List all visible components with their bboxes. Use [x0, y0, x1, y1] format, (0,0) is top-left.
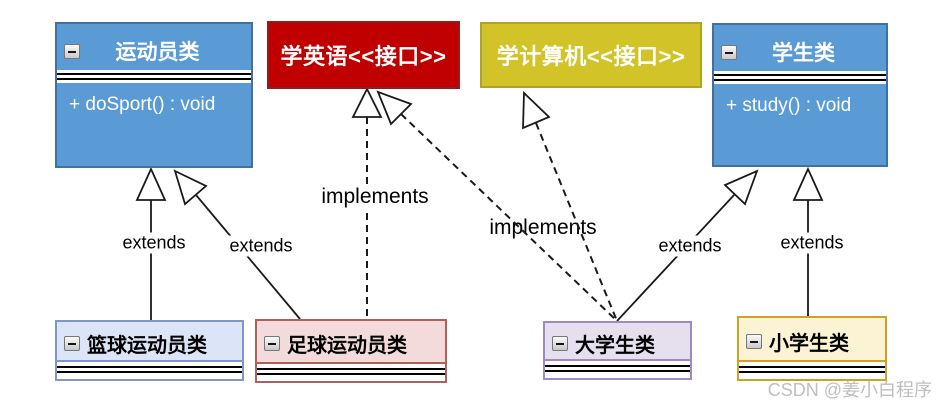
edge-label-extends: extends	[119, 232, 189, 254]
class-title: 篮球运动员类	[87, 334, 207, 357]
class-box-athlete: 运动员类 + doSport() : void	[55, 22, 253, 168]
class-titlebar: 篮球运动员类	[57, 322, 242, 360]
minimize-icon	[721, 44, 737, 60]
watermark: CSDN @姜小白程序	[767, 380, 932, 400]
extends-line-football-athlete	[195, 194, 301, 320]
class-titlebar: 小学生类	[739, 318, 885, 360]
compartment-divider	[257, 362, 445, 381]
interface-box-english: 学英语<<接口>>	[267, 21, 460, 89]
minimize-icon	[64, 335, 80, 351]
class-title: 运动员类	[115, 41, 200, 64]
triangle-arrowhead	[351, 86, 383, 118]
triangle-arrowhead	[376, 90, 413, 126]
interface-box-computer: 学计算机<<接口>>	[480, 22, 702, 88]
edge-label-extends: extends	[655, 235, 725, 257]
class-titlebar: 足球运动员类	[257, 321, 445, 362]
edge-label-implements: implements	[489, 216, 597, 239]
triangle-arrowhead	[723, 169, 759, 206]
extends-line-college-student	[616, 193, 736, 322]
edge-label-extends: extends	[777, 232, 847, 254]
class-titlebar: 大学生类	[545, 323, 690, 359]
class-titlebar: 学生类	[714, 25, 886, 71]
minimize-icon	[746, 333, 762, 349]
edge-label-implements: implements	[318, 185, 432, 209]
minimize-icon	[64, 43, 80, 59]
triangle-arrowhead	[792, 166, 824, 201]
minimize-icon	[264, 336, 280, 351]
triangle-arrowhead	[135, 166, 167, 201]
class-title: 小学生类	[769, 332, 849, 355]
compartment-divider	[57, 70, 251, 83]
class-title: 足球运动员类	[287, 335, 407, 357]
class-titlebar: 运动员类	[57, 24, 251, 70]
implements-line-college-english	[400, 113, 618, 322]
triangle-arrowhead	[173, 169, 208, 206]
triangle-arrowhead	[522, 90, 551, 130]
minimize-icon	[552, 335, 568, 351]
interface-title: 学计算机<<接口>>	[496, 44, 686, 69]
compartment-divider	[545, 359, 690, 378]
class-title: 大学生类	[575, 334, 655, 357]
class-box-basketball: 篮球运动员类	[55, 320, 244, 381]
compartment-divider	[57, 360, 242, 379]
compartment-divider	[739, 360, 885, 379]
compartment-divider	[714, 71, 886, 84]
class-box-student: 学生类 + study() : void	[712, 23, 888, 167]
edge-label-extends: extends	[226, 235, 296, 257]
class-title: 学生类	[772, 42, 835, 65]
implements-line-college-computer	[535, 122, 618, 322]
interface-title: 学英语<<接口>>	[280, 44, 447, 69]
method-text: + doSport() : void	[69, 94, 216, 115]
class-box-primary: 小学生类	[737, 316, 887, 381]
class-box-college: 大学生类	[543, 321, 692, 380]
method-text: + study() : void	[726, 95, 852, 116]
class-box-football: 足球运动员类	[255, 319, 447, 383]
